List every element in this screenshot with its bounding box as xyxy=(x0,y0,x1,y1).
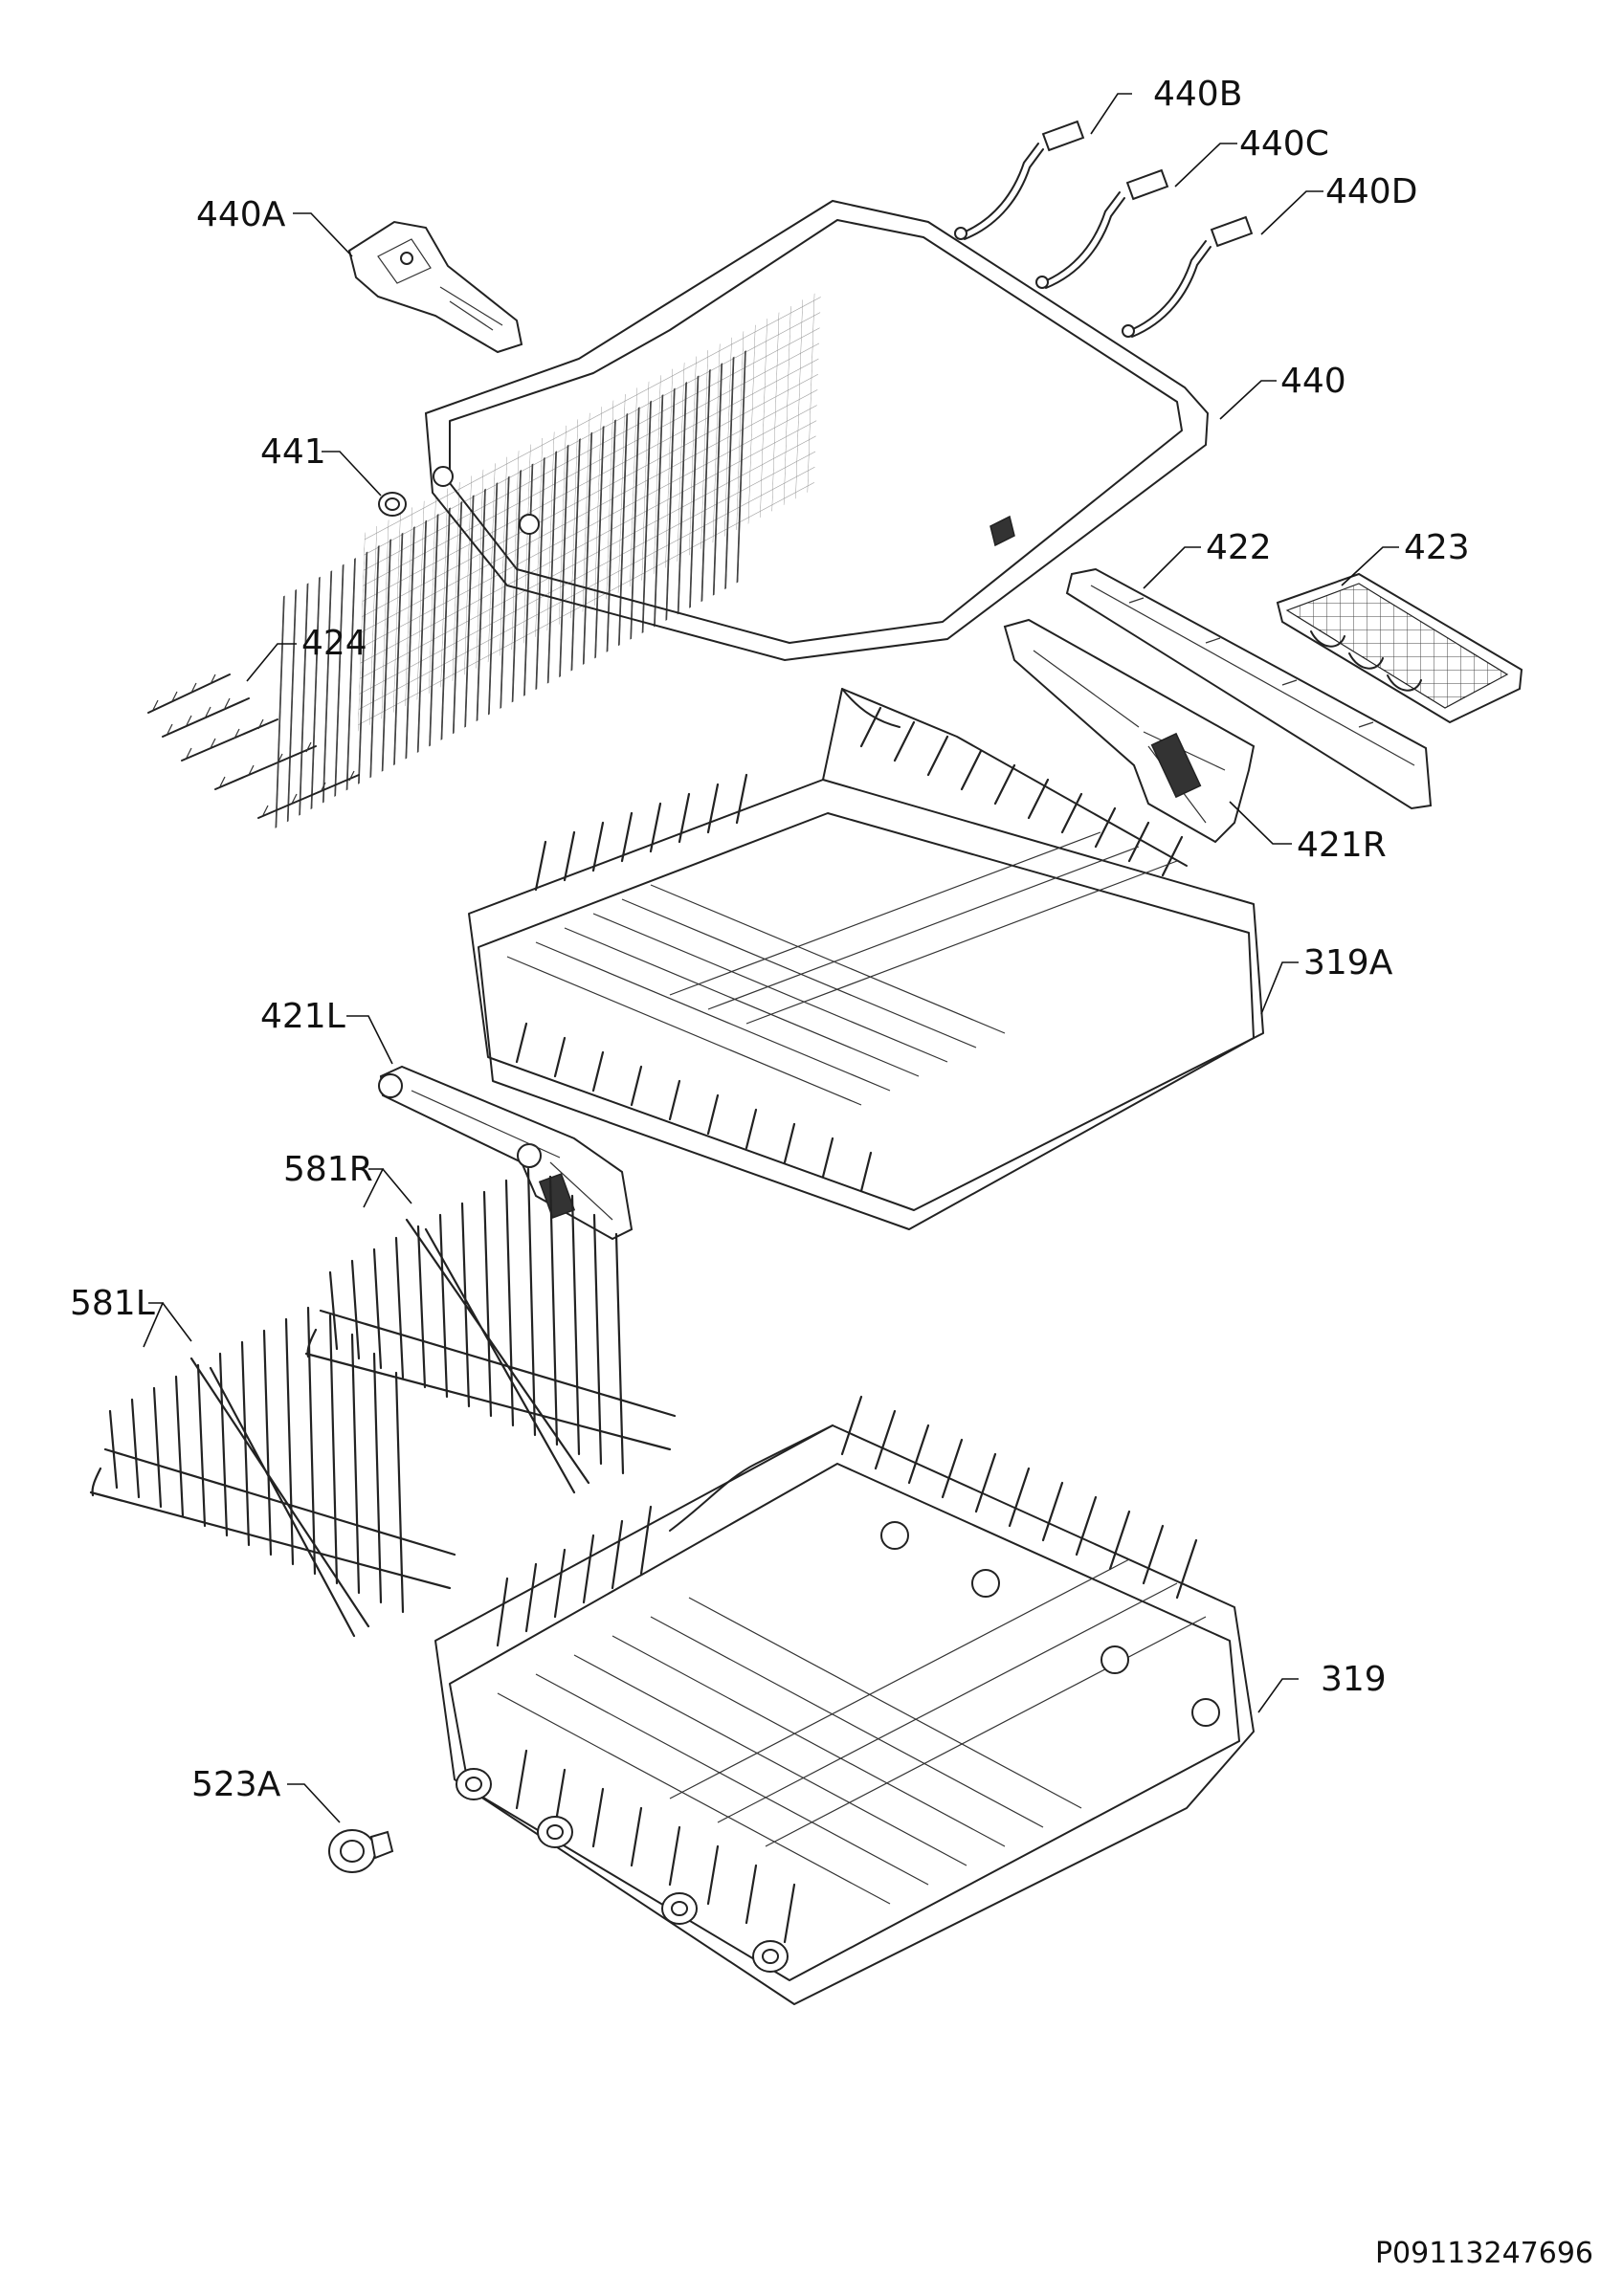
grid-insert-423 xyxy=(1276,572,1523,724)
label-440c: 440C xyxy=(1239,124,1329,164)
basket-wheels-319 xyxy=(456,1521,1220,1973)
document-number: P09113247696 xyxy=(1375,2237,1593,2270)
side-rail-421l xyxy=(378,1065,634,1241)
basket-tines-319 xyxy=(496,1395,1207,1944)
label-440a: 440A xyxy=(196,195,286,234)
wheel-523a xyxy=(328,1829,394,1873)
rail-422 xyxy=(1065,567,1433,810)
label-440b: 440B xyxy=(1153,75,1242,114)
basket-tines-319a xyxy=(506,706,1184,1193)
side-rail-421r xyxy=(1003,618,1256,844)
label-319a: 319A xyxy=(1303,943,1393,982)
label-422: 422 xyxy=(1206,528,1272,567)
clip-440c xyxy=(1035,168,1169,289)
label-421l: 421L xyxy=(260,997,345,1036)
tine-rack-581r xyxy=(304,1167,677,1494)
label-441: 441 xyxy=(260,432,326,472)
label-423: 423 xyxy=(1404,528,1470,567)
clip-440d xyxy=(1122,215,1254,338)
comb-clips-424 xyxy=(147,673,360,819)
label-421r: 421R xyxy=(1297,826,1387,865)
label-581l: 581L xyxy=(70,1284,155,1323)
label-523a: 523A xyxy=(191,1765,281,1804)
upper-basket-319a xyxy=(468,688,1264,1230)
cutlery-tray-440 xyxy=(269,199,1210,832)
label-581r: 581R xyxy=(283,1150,373,1189)
label-319: 319 xyxy=(1321,1660,1387,1699)
wheel-441 xyxy=(378,492,407,517)
lower-basket-319 xyxy=(434,1395,1255,2005)
label-424: 424 xyxy=(301,624,367,663)
tine-rack-581l xyxy=(89,1306,456,1638)
handle-440a xyxy=(347,220,523,354)
label-440: 440 xyxy=(1280,362,1346,401)
label-440d: 440D xyxy=(1325,172,1417,211)
clip-440b xyxy=(954,120,1085,240)
leader-lines xyxy=(143,93,1399,1823)
